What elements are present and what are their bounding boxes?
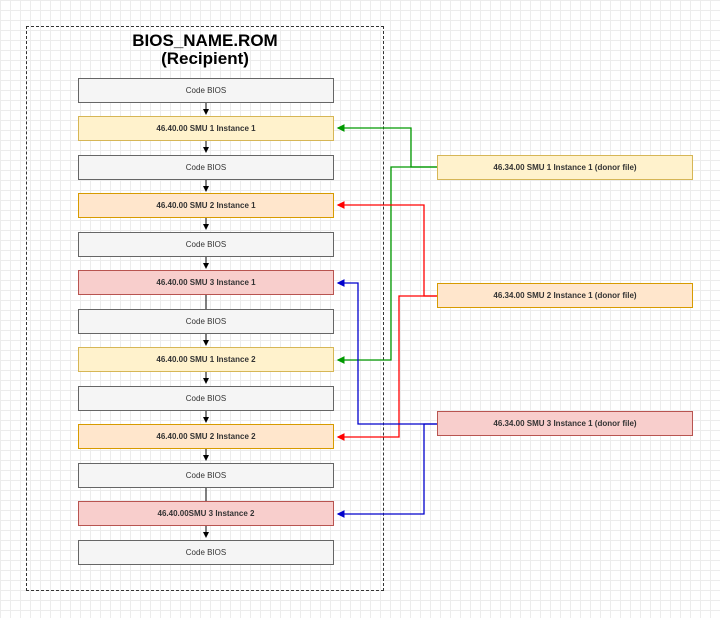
donor-smu1-block[interactable]: 46.34.00 SMU 1 Instance 1 (donor file) [437, 155, 693, 180]
code-bios-block[interactable]: Code BIOS [78, 78, 334, 103]
diagram-title: BIOS_NAME.ROM (Recipient) [26, 32, 384, 68]
recipient-container [26, 26, 384, 591]
smu2-instance2-block[interactable]: 46.40.00 SMU 2 Instance 2 [78, 424, 334, 449]
donor-smu3-block[interactable]: 46.34.00 SMU 3 Instance 1 (donor file) [437, 411, 693, 436]
smu3-instance1-block[interactable]: 46.40.00 SMU 3 Instance 1 [78, 270, 334, 295]
smu3-link-instance1 [336, 279, 437, 425]
donor-smu2-block[interactable]: 46.34.00 SMU 2 Instance 1 (donor file) [437, 283, 693, 308]
smu1-instance2-block[interactable]: 46.40.00 SMU 1 Instance 2 [78, 347, 334, 372]
code-bios-block[interactable]: Code BIOS [78, 463, 334, 488]
code-bios-block[interactable]: Code BIOS [78, 540, 334, 565]
title-line-1: BIOS_NAME.ROM [132, 31, 278, 50]
smu1-link-instance1 [336, 124, 437, 168]
code-bios-block[interactable]: Code BIOS [78, 386, 334, 411]
code-bios-block[interactable]: Code BIOS [78, 232, 334, 257]
smu1-link-instance2 [336, 166, 437, 364]
title-line-2: (Recipient) [161, 49, 249, 68]
smu1-instance1-block[interactable]: 46.40.00 SMU 1 Instance 1 [78, 116, 334, 141]
code-bios-block[interactable]: Code BIOS [78, 155, 334, 180]
smu3-instance2-block[interactable]: 46.40.00SMU 3 Instance 2 [78, 501, 334, 526]
smu2-link-instance2 [336, 295, 437, 441]
smu2-instance1-block[interactable]: 46.40.00 SMU 2 Instance 1 [78, 193, 334, 218]
code-bios-block[interactable]: Code BIOS [78, 309, 334, 334]
smu3-link-instance2 [336, 423, 437, 518]
